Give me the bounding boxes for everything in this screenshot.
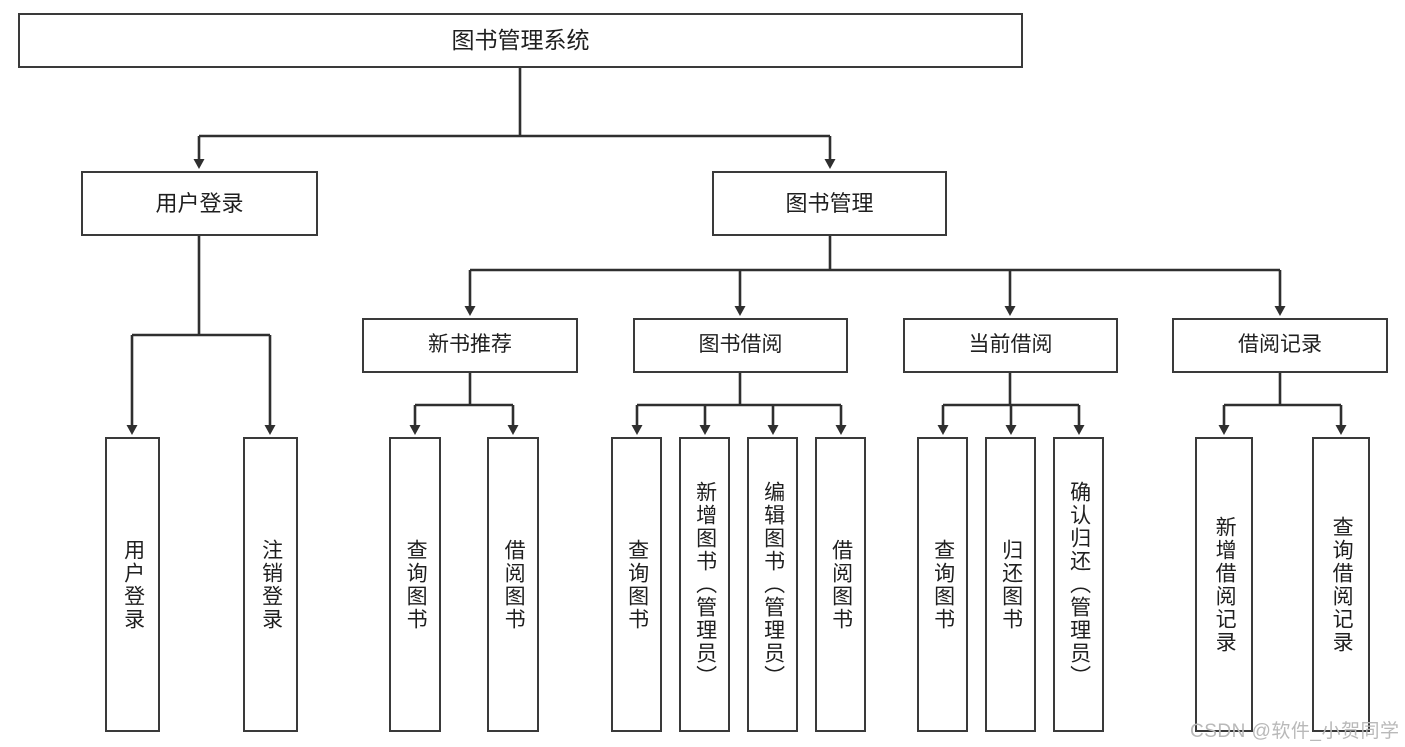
node-leaf-query-record[interactable]: 查询借阅记录 [1312, 437, 1370, 732]
node-root-label: 图书管理系统 [451, 27, 590, 54]
node-leaf-user-login[interactable]: 用户登录 [105, 437, 160, 732]
node-leaf-add-book[interactable]: 新增图书（管理员） [679, 437, 730, 732]
csdn-watermark: CSDN @软件_小贺同学 [1190, 721, 1400, 742]
node-user-login[interactable]: 用户登录 [81, 171, 318, 236]
node-user-login-label: 用户登录 [155, 190, 244, 216]
node-new-book-recommend[interactable]: 新书推荐 [362, 318, 578, 373]
node-leaf-borrow-book-2-label: 借阅图书 [829, 538, 853, 631]
node-borrow-record-label: 借阅记录 [1238, 333, 1322, 357]
node-leaf-borrow-book-2[interactable]: 借阅图书 [815, 437, 866, 732]
node-leaf-user-logout[interactable]: 注销登录 [243, 437, 298, 732]
node-leaf-borrow-book-1-label: 借阅图书 [502, 538, 526, 631]
node-book-borrow-label: 图书借阅 [698, 333, 783, 357]
node-book-manage[interactable]: 图书管理 [712, 171, 947, 236]
node-leaf-query-book-2-label: 查询图书 [625, 538, 649, 631]
node-leaf-edit-book-label: 编辑图书（管理员） [761, 481, 785, 688]
node-book-borrow[interactable]: 图书借阅 [633, 318, 848, 373]
node-new-book-recommend-label: 新书推荐 [428, 333, 512, 357]
node-leaf-add-record[interactable]: 新增借阅记录 [1195, 437, 1253, 732]
node-leaf-query-book-3[interactable]: 查询图书 [917, 437, 968, 732]
node-leaf-query-book-1-label: 查询图书 [404, 538, 428, 631]
node-leaf-query-record-label: 查询借阅记录 [1330, 515, 1354, 654]
node-leaf-edit-book[interactable]: 编辑图书（管理员） [747, 437, 798, 732]
node-current-borrow-label: 当前借阅 [968, 333, 1053, 357]
node-leaf-query-book-3-label: 查询图书 [931, 538, 955, 631]
node-book-manage-label: 图书管理 [785, 190, 874, 216]
node-leaf-confirm-return[interactable]: 确认归还（管理员） [1053, 437, 1104, 732]
node-leaf-add-book-label: 新增图书（管理员） [693, 481, 717, 688]
node-leaf-confirm-return-label: 确认归还（管理员） [1067, 481, 1091, 688]
node-leaf-query-book-1[interactable]: 查询图书 [389, 437, 441, 732]
node-leaf-add-record-label: 新增借阅记录 [1213, 515, 1237, 654]
node-borrow-record[interactable]: 借阅记录 [1172, 318, 1388, 373]
node-root[interactable]: 图书管理系统 [18, 13, 1023, 68]
node-leaf-return-book-label: 归还图书 [999, 538, 1023, 631]
node-leaf-borrow-book-1[interactable]: 借阅图书 [487, 437, 539, 732]
node-leaf-return-book[interactable]: 归还图书 [985, 437, 1036, 732]
node-current-borrow[interactable]: 当前借阅 [903, 318, 1118, 373]
node-leaf-user-login-label: 用户登录 [121, 538, 145, 631]
node-leaf-query-book-2[interactable]: 查询图书 [611, 437, 662, 732]
node-leaf-user-logout-label: 注销登录 [259, 538, 283, 631]
